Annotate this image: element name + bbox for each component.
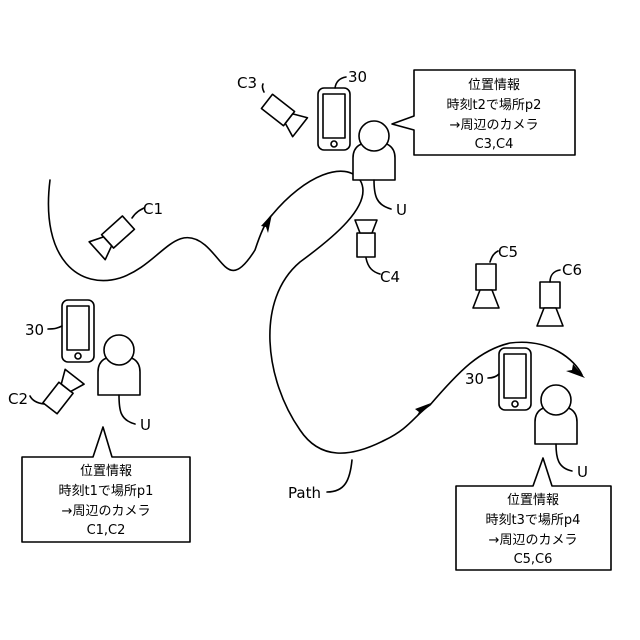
smartphone-icon-1 — [62, 300, 94, 362]
camera-c4-leader — [366, 258, 380, 274]
path-arrow-2 — [415, 403, 431, 417]
camera-c6-icon — [537, 282, 563, 326]
smartphone-icon-2 — [318, 88, 350, 150]
camera-c5-icon — [473, 264, 499, 308]
camera-c3-leader — [262, 84, 264, 92]
path-leader-line — [327, 460, 352, 492]
callout-3-time-place: 時刻t3で場所p4 — [486, 513, 581, 528]
camera-c1-label: C1 — [143, 200, 163, 218]
camera-c2-label: C2 — [8, 390, 28, 408]
camera-c3-label: C3 — [237, 74, 257, 92]
terminal-2-leader — [335, 77, 346, 88]
callout-2-nearby-cameras: →周辺のカメラ — [450, 118, 539, 133]
camera-c6-leader — [550, 270, 560, 282]
user-icon-3 — [535, 385, 577, 444]
callout-2-camera-list: C3,C4 — [475, 137, 514, 152]
user-2-label: U — [396, 201, 407, 219]
smartphone-icon-3 — [499, 348, 531, 410]
camera-c4-icon — [355, 220, 377, 257]
callout-2-time-place: 時刻t2で場所p2 — [447, 98, 542, 113]
user-icon-2 — [353, 121, 395, 180]
callout-3-camera-list: C5,C6 — [514, 552, 553, 567]
callout-1-nearby-cameras: →周辺のカメラ — [62, 504, 151, 519]
callout-2-title: 位置情報 — [468, 78, 520, 93]
camera-c1-icon — [89, 214, 136, 260]
user-3-leader — [556, 444, 572, 471]
movement-path — [48, 171, 582, 453]
user-3-label: U — [577, 463, 588, 481]
location-info-callout-1: 位置情報 時刻t1で場所p1 →周辺のカメラ C1,C2 — [22, 427, 190, 542]
path-label: Path — [288, 484, 321, 502]
camera-c2-icon — [41, 369, 85, 415]
user-1-label: U — [140, 416, 151, 434]
camera-c2-leader — [30, 396, 44, 404]
terminal-1-leader — [48, 326, 62, 329]
camera-c5-label: C5 — [498, 243, 518, 261]
user-1-leader — [119, 395, 135, 424]
user-2-leader — [374, 180, 391, 209]
terminal-1-label: 30 — [25, 321, 44, 339]
callout-1-time-place: 時刻t1で場所p1 — [59, 484, 154, 499]
camera-c3-icon — [260, 92, 308, 137]
camera-c4-label: C4 — [380, 268, 400, 286]
camera-c6-label: C6 — [562, 261, 582, 279]
terminal-3-leader — [488, 374, 499, 378]
callout-1-title: 位置情報 — [80, 464, 132, 479]
callout-3-title: 位置情報 — [507, 493, 559, 508]
terminal-3-label: 30 — [465, 370, 484, 388]
camera-c5-leader — [490, 251, 498, 262]
callout-3-nearby-cameras: →周辺のカメラ — [489, 533, 578, 548]
callout-1-camera-list: C1,C2 — [87, 523, 126, 538]
terminal-2-label: 30 — [348, 68, 367, 86]
user-icon-1 — [98, 335, 140, 395]
location-info-callout-2: 位置情報 時刻t2で場所p2 →周辺のカメラ C3,C4 — [392, 70, 575, 155]
